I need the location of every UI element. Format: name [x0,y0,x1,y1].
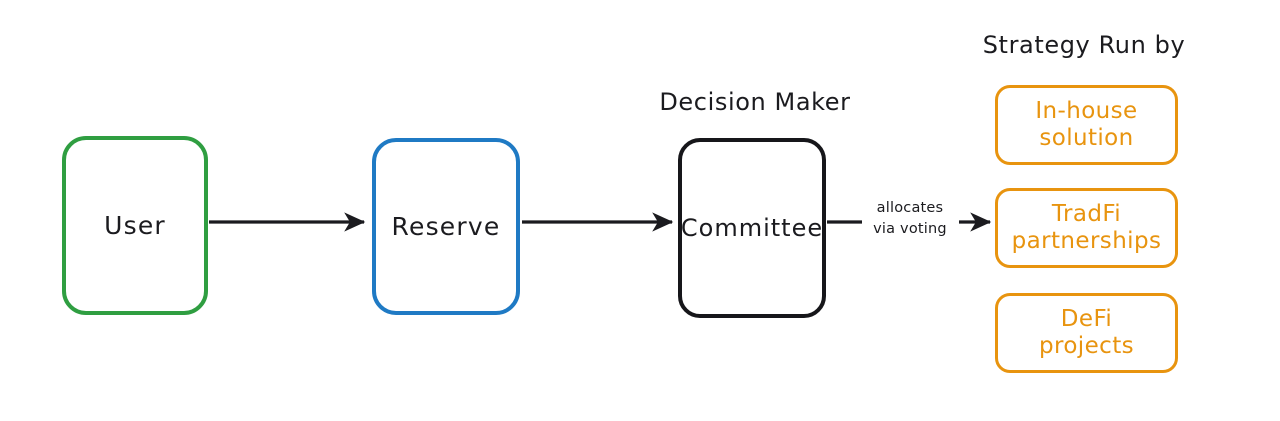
node-defi-projects[interactable]: DeFi projects [995,293,1178,373]
node-in-house-solution-label: In-house solution [1035,97,1138,151]
edge-label-allocates-via-voting: allocates via voting [873,200,947,238]
node-defi-projects-label: DeFi projects [1038,305,1134,359]
node-user[interactable]: User [62,136,208,315]
node-reserve[interactable]: Reserve [372,138,520,315]
label-strategy-run-by: Strategy Run by [982,31,1186,59]
node-tradfi-partnerships-label: TradFi partnerships [1011,200,1162,254]
node-in-house-solution[interactable]: In-house solution [995,85,1178,165]
node-committee[interactable]: Committee [678,138,826,318]
label-decision-maker: Decision Maker [659,88,851,116]
node-committee-label: Committee [680,213,824,242]
node-user-label: User [104,210,166,240]
node-tradfi-partnerships[interactable]: TradFi partnerships [995,188,1178,268]
node-reserve-label: Reserve [391,211,501,241]
